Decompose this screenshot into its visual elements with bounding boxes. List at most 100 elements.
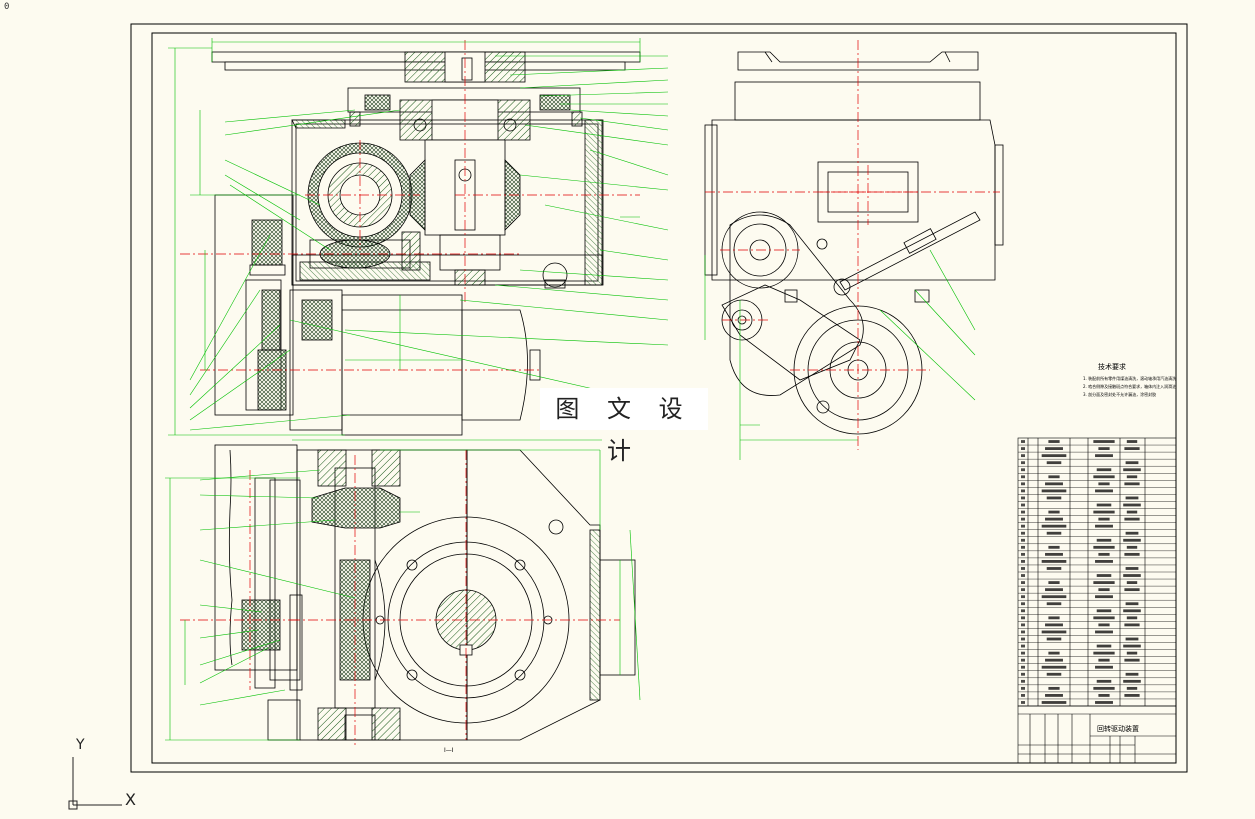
side-centerlines [705, 40, 1000, 450]
parts-list-cell-glyph [1046, 637, 1062, 641]
parts-list-cell-glyph [1095, 665, 1113, 669]
parts-list-cell-glyph [1095, 524, 1113, 528]
parts-list-cell-glyph [1124, 517, 1140, 521]
parts-list-index-glyph [1021, 552, 1025, 556]
parts-list-index-glyph [1021, 524, 1025, 528]
parts-list-index-glyph [1021, 517, 1025, 521]
section-centerlines [180, 450, 620, 745]
parts-list-cell-glyph [1048, 686, 1060, 690]
parts-list-cell-glyph [1041, 701, 1067, 704]
parts-list-index-glyph [1021, 531, 1025, 535]
parts-list-index-glyph [1021, 616, 1025, 620]
parts-list-cell-glyph [1125, 672, 1139, 676]
parts-list-cell-glyph [1048, 545, 1060, 549]
parts-list-index-glyph [1021, 701, 1025, 704]
parts-list-index-glyph [1021, 609, 1025, 613]
parts-list-cell-glyph [1046, 567, 1062, 570]
front-dimensions [168, 38, 669, 441]
parts-list-cell-glyph [1045, 517, 1063, 521]
parts-list-cell-glyph [1124, 658, 1140, 662]
parts-list-cell-glyph [1126, 510, 1138, 514]
ucs-y-label: Y [76, 737, 85, 753]
parts-list-cell-glyph [1096, 503, 1112, 507]
parts-list-cell-glyph [1124, 588, 1140, 592]
parts-list-cell-glyph [1123, 609, 1141, 613]
parts-list-cell-glyph [1096, 644, 1112, 648]
section-label: I—I [444, 747, 454, 754]
parts-list-index-glyph [1021, 658, 1025, 662]
parts-list-cell-glyph [1045, 623, 1063, 627]
parts-list-cell-glyph [1093, 686, 1115, 690]
parts-list-cell-glyph [1048, 651, 1060, 655]
parts-list-cell-glyph [1123, 468, 1141, 472]
parts-list-cell-glyph [1125, 531, 1139, 535]
parts-list-cell-glyph [1098, 447, 1110, 450]
parts-list-cell-glyph [1095, 701, 1113, 704]
parts-list-index-glyph [1021, 672, 1025, 676]
side-view [704, 51, 1004, 435]
ucs-x-label: X [125, 790, 136, 809]
parts-list-index-glyph [1021, 496, 1025, 500]
parts-list-index-glyph [1021, 602, 1025, 606]
section-dimensions [165, 449, 641, 741]
parts-list-cell-glyph [1123, 574, 1141, 577]
parts-list-cell-glyph [1093, 651, 1115, 655]
parts-list-cell-glyph [1041, 595, 1067, 599]
parts-list-cell-glyph [1093, 475, 1115, 479]
parts-list-cell-glyph [1126, 581, 1138, 584]
parts-list-index-glyph [1021, 679, 1025, 683]
parts-list-cell-glyph [1095, 560, 1113, 563]
parts-list-index-glyph [1021, 623, 1025, 627]
parts-list-cell-glyph [1096, 468, 1112, 472]
parts-list-cell-glyph [1041, 665, 1067, 669]
watermark: 图 文 设 计 [540, 388, 708, 465]
parts-list-cell-glyph [1046, 461, 1062, 465]
parts-list-cell-glyph [1125, 567, 1139, 570]
parts-list-cell-glyph [1045, 588, 1063, 592]
parts-list-cell-glyph [1125, 637, 1139, 641]
parts-list-index-glyph [1021, 461, 1025, 465]
parts-list-index-glyph [1021, 694, 1025, 697]
parts-list-cell-glyph [1125, 602, 1139, 606]
side-dimensions [704, 249, 976, 460]
parts-list-cell-glyph [1098, 658, 1110, 662]
parts-list-rows [1018, 444, 1176, 700]
parts-list-index-glyph [1021, 644, 1025, 648]
inner-border [151, 32, 1177, 764]
parts-list-cell-glyph [1041, 560, 1067, 563]
ucs-icon [68, 757, 122, 810]
parts-list-cell-glyph [1126, 545, 1138, 549]
parts-list-index-glyph [1021, 440, 1025, 443]
parts-list-cell-glyph [1098, 694, 1110, 697]
parts-list-cell-glyph [1123, 538, 1141, 542]
front-view [211, 51, 641, 436]
parts-list-cell-glyph [1123, 679, 1141, 683]
parts-list-cell-glyph [1048, 581, 1060, 584]
parts-list-cell-glyph [1098, 552, 1110, 556]
parts-list-cell-glyph [1126, 651, 1138, 655]
parts-list-index-glyph [1021, 489, 1025, 493]
front-centerlines [180, 40, 640, 371]
parts-list-cell-glyph [1048, 510, 1060, 514]
parts-list-cell-glyph [1124, 482, 1140, 486]
parts-list-cell-glyph [1123, 503, 1141, 507]
parts-list-index-glyph [1021, 581, 1025, 584]
parts-list-cell-glyph [1098, 482, 1110, 486]
parts-list-cell-glyph [1126, 616, 1138, 620]
parts-list-cell-glyph [1095, 595, 1113, 599]
parts-list-cell-glyph [1045, 447, 1063, 450]
parts-list-cell-glyph [1041, 524, 1067, 528]
parts-list-cell-glyph [1095, 454, 1113, 458]
parts-list-cell-glyph [1095, 630, 1113, 634]
parts-list-cell-glyph [1098, 517, 1110, 521]
parts-list-cell-glyph [1123, 644, 1141, 648]
parts-list-cell-glyph [1048, 616, 1060, 620]
outer-border [130, 23, 1188, 773]
parts-list-index-glyph [1021, 595, 1025, 599]
parts-list-cell-glyph [1096, 538, 1112, 542]
parts-list-index-glyph [1021, 574, 1025, 577]
parts-list-cell-glyph [1124, 552, 1140, 556]
parts-list-cell-glyph [1126, 686, 1138, 690]
parts-list-cell-glyph [1041, 454, 1067, 458]
